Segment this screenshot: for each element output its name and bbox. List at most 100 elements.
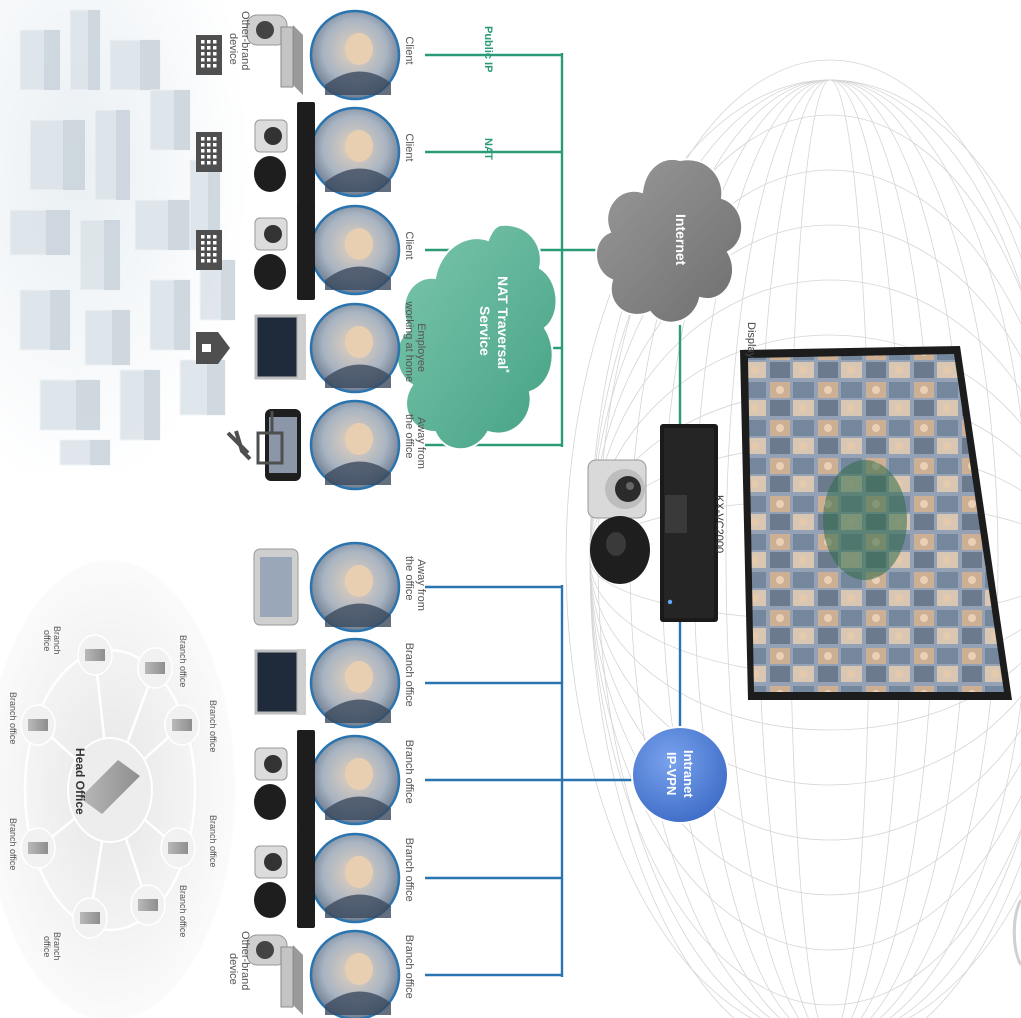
building-window xyxy=(213,161,217,165)
display-screen xyxy=(740,346,1012,700)
microphone-icon xyxy=(254,254,286,290)
nat-service-line1: NAT Traversal* xyxy=(495,276,511,373)
building-window xyxy=(207,241,211,245)
vc-unit-icon xyxy=(297,200,315,300)
building-window xyxy=(207,235,211,239)
microphone-icon xyxy=(254,784,286,820)
internet-site: Client xyxy=(196,102,415,202)
participant-body xyxy=(325,168,391,192)
branch-office-building xyxy=(85,649,105,661)
building-window xyxy=(201,137,205,141)
branch-office-building xyxy=(172,719,192,731)
site-label: Branch office xyxy=(403,838,415,902)
building-window xyxy=(213,241,217,245)
city-building-shade xyxy=(90,440,110,465)
device-label: Other-brand xyxy=(239,11,251,70)
internet-cloud xyxy=(595,157,744,324)
participant-body xyxy=(325,603,391,627)
participant-body xyxy=(325,266,391,290)
building-window xyxy=(207,253,211,257)
device-label: device xyxy=(227,953,239,985)
branch-office-label: Branch xyxy=(52,932,62,961)
city-building-shade xyxy=(168,200,190,250)
participant-face xyxy=(345,565,373,597)
building-window xyxy=(207,247,211,251)
kx-vc2000-unit xyxy=(660,424,718,622)
site-label: Client xyxy=(403,231,415,259)
building-window xyxy=(213,259,217,263)
building-window xyxy=(201,161,205,165)
microphone-icon xyxy=(254,156,286,192)
city-building-shade xyxy=(174,90,190,150)
building-window xyxy=(207,143,211,147)
device-label: Other-brand xyxy=(239,931,251,990)
vc-unit-icon xyxy=(297,730,315,830)
vc-unit-icon xyxy=(297,828,315,928)
building-window xyxy=(213,253,217,257)
building-window xyxy=(207,46,211,50)
city-building-shade xyxy=(144,370,160,440)
participant-body xyxy=(325,991,391,1015)
building-window xyxy=(207,64,211,68)
branch-office-label: Branch office xyxy=(208,815,218,867)
building-window xyxy=(213,58,217,62)
participant-body xyxy=(325,364,391,388)
branch-office-label: Branch office xyxy=(8,818,18,870)
kx-vc2000-label: KX-VC2000 xyxy=(713,495,725,553)
site-label: Away from xyxy=(415,559,427,611)
site-label: Away from xyxy=(415,417,427,469)
head-office-building xyxy=(80,760,140,814)
branch-office-building xyxy=(28,842,48,854)
laptop-icon xyxy=(254,649,300,715)
branch-office-label: Branch xyxy=(52,626,62,655)
building-window xyxy=(207,52,211,56)
branch-office-building xyxy=(80,912,100,924)
other-brand-device-body xyxy=(280,26,294,88)
building-window xyxy=(201,259,205,263)
participant-body xyxy=(325,796,391,820)
globe-parallel xyxy=(565,79,1021,1018)
participant-face xyxy=(345,856,373,888)
branch-office-label: office xyxy=(42,630,52,651)
site-label: Branch office xyxy=(403,643,415,707)
camera-lens xyxy=(256,21,274,39)
participant-body xyxy=(325,71,391,95)
building-window xyxy=(201,46,205,50)
branch-office-building xyxy=(168,842,188,854)
nat-service-line2: Service xyxy=(477,306,493,356)
participant-face xyxy=(345,326,373,358)
building-window xyxy=(207,40,211,44)
branch-office-label: office xyxy=(42,936,52,957)
building-window xyxy=(201,235,205,239)
branch-office-building xyxy=(138,899,158,911)
laptop-icon xyxy=(254,314,300,380)
building-window xyxy=(213,247,217,251)
edge-decoration xyxy=(1012,899,1021,966)
site-label: Branch office xyxy=(403,935,415,999)
camera-lens xyxy=(256,941,274,959)
intranet-site: Branch office xyxy=(254,730,415,830)
participant-body xyxy=(325,894,391,918)
branch-office-label: Branch office xyxy=(178,885,188,937)
participant-face xyxy=(345,423,373,455)
building-window xyxy=(201,155,205,159)
building-window xyxy=(201,40,205,44)
nat-label: NAT xyxy=(482,138,494,160)
city-building-shade xyxy=(207,360,225,415)
participant-face xyxy=(345,661,373,693)
internet-label: Internet xyxy=(673,214,689,266)
branch-office-label: Branch office xyxy=(178,635,188,687)
branch-office-label: Branch office xyxy=(8,692,18,744)
site-label: the office xyxy=(403,414,415,458)
other-brand-device-body xyxy=(280,946,294,1008)
microphone-icon xyxy=(254,882,286,918)
city-building-shade xyxy=(174,280,190,350)
branch-office-label: Branch office xyxy=(208,700,218,752)
building-window xyxy=(207,137,211,141)
city-building-shade xyxy=(50,290,70,350)
city-building-shade xyxy=(63,120,85,190)
building-window xyxy=(201,52,205,56)
